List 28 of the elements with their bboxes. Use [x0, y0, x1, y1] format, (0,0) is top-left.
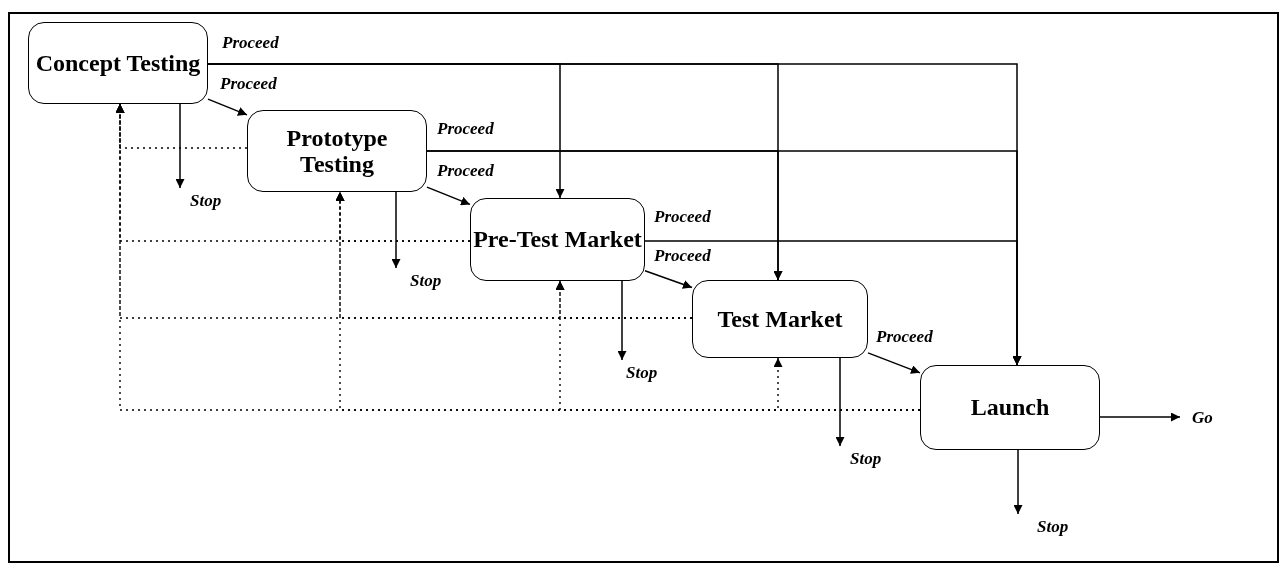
- arrow: [1013, 449, 1023, 515]
- stage-name: Test Market: [717, 305, 843, 333]
- arrow: [644, 270, 693, 289]
- stage-box: [28, 22, 208, 104]
- feedback-arrow: [773, 357, 921, 411]
- arrow: [391, 191, 401, 269]
- stage-name: Prototype Testing: [285, 124, 389, 178]
- arrow: [835, 357, 845, 447]
- stage-box: [247, 110, 427, 192]
- arrow: [867, 352, 921, 374]
- stage-box: [920, 365, 1100, 450]
- outcome-label: Stop: [626, 363, 658, 381]
- arrow: [1099, 412, 1181, 422]
- outcome-label: Stop: [410, 271, 442, 289]
- stage-name: Launch: [970, 394, 1050, 421]
- stage-box: [692, 280, 868, 358]
- arrow: [175, 103, 185, 189]
- arrow: [426, 186, 471, 206]
- outcome-label: Stop: [190, 191, 222, 209]
- stage-name: Pre-Test Market: [473, 226, 642, 253]
- outcome-label: Stop: [1037, 517, 1069, 535]
- arrow: [617, 280, 627, 361]
- outcome-label: Stop: [850, 449, 882, 467]
- arrow: [207, 98, 248, 116]
- stage-box: [470, 198, 645, 281]
- outcome-label: Go: [1192, 408, 1213, 426]
- stage-name: Concept Testing: [35, 49, 201, 77]
- arrow: [644, 240, 1022, 366]
